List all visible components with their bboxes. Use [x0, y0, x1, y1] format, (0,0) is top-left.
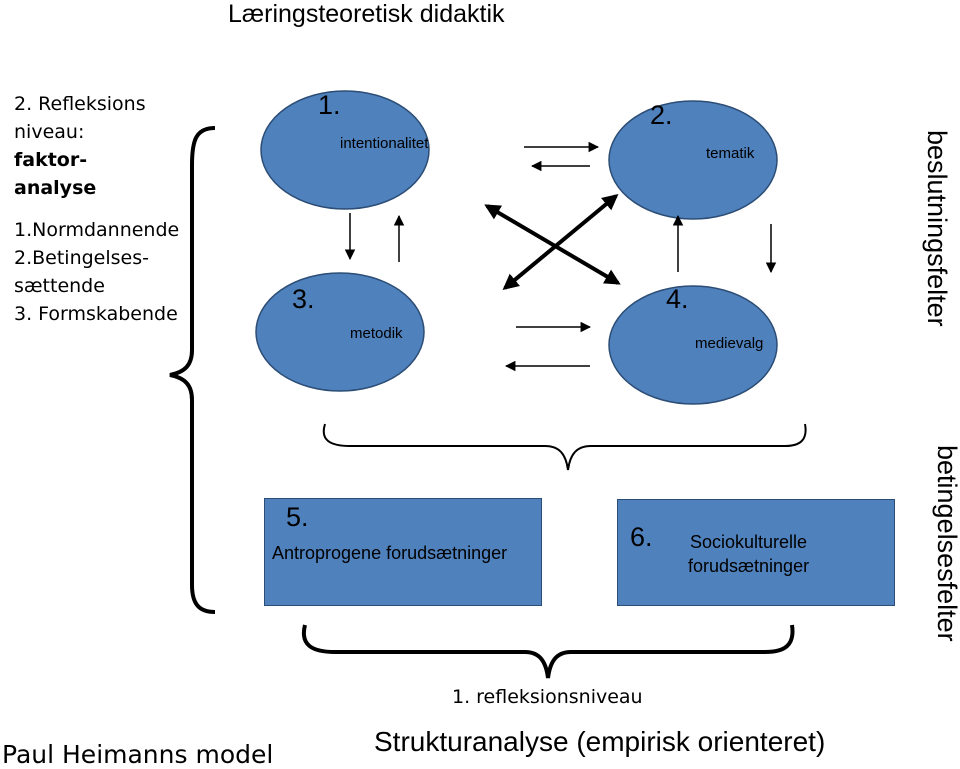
- box-number: 6.: [630, 522, 653, 552]
- model-credit: Paul Heimanns model: [2, 740, 274, 769]
- ellipse-label: metodik: [350, 325, 403, 342]
- reflex-line: niveau:: [14, 121, 85, 143]
- box-label: Sociokulturelle: [690, 532, 808, 552]
- level-label: 1. refleksionsniveau: [452, 686, 643, 708]
- box-antroprogene: [264, 498, 542, 606]
- reflex-line-bold: analyse: [14, 177, 97, 199]
- side-label-beslutningsfelter: beslutningsfelter: [922, 130, 952, 327]
- bottom-brace: [301, 624, 795, 679]
- reflex-line: 2.Betingelses-: [14, 247, 149, 269]
- diagonal-arrow-2: [502, 193, 619, 291]
- left-brace: [169, 126, 216, 614]
- reflection-level-text: 2. Refleksions niveau: faktor- analyse 1…: [14, 90, 179, 328]
- reflex-line: 3. Formskabende: [14, 303, 178, 325]
- side-label-betingelsesfelter: betingelsesfelter: [932, 445, 960, 642]
- ellipse-label: tematik: [706, 145, 755, 162]
- reflex-line: sættende: [14, 275, 105, 297]
- reflex-line-bold: faktor-: [14, 149, 88, 171]
- middle-brace: [322, 423, 807, 471]
- ellipse-number: 1.: [318, 90, 341, 120]
- box-number: 5.: [286, 502, 309, 532]
- analysis-label: Strukturanalyse (empirisk orienteret): [374, 726, 826, 757]
- ellipse-number: 2.: [650, 100, 673, 130]
- ellipse-label: intentionalitet: [340, 135, 429, 152]
- reflex-line: 2. Refleksions: [14, 93, 146, 115]
- ellipse-label: medievalg: [695, 335, 764, 352]
- ellipse-metodik: [255, 272, 425, 392]
- box-label: Antroprogene forudsætninger: [272, 543, 508, 563]
- ellipse-tematik: [608, 100, 778, 220]
- diagonal-arrow-1: [484, 204, 621, 285]
- ellipse-number: 3.: [292, 284, 315, 314]
- box-label: forudsætninger: [688, 556, 810, 576]
- page-title: Læringsteoretisk didaktik: [228, 0, 505, 28]
- ellipse-medievalg: [608, 285, 778, 405]
- ellipse-number: 4.: [666, 284, 689, 314]
- box-sociokulturelle: [617, 499, 895, 606]
- reflex-line: 1.Normdannende: [14, 219, 180, 241]
- ellipse-intentionalitet: [260, 90, 430, 210]
